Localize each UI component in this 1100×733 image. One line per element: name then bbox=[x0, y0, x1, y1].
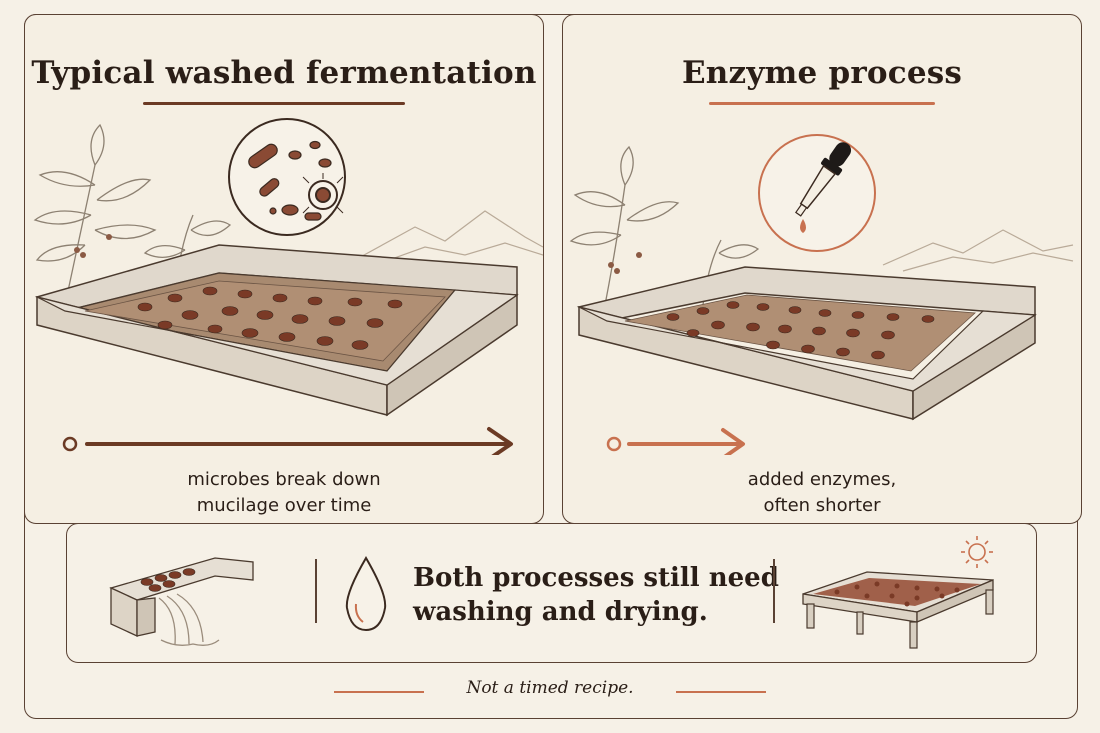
enzyme-process-panel: Enzyme process bbox=[562, 14, 1082, 524]
enzyme-tank bbox=[576, 266, 1037, 421]
enzyme-caption: added enzymes, often shorter bbox=[563, 467, 1081, 519]
footer-rule-left bbox=[334, 691, 424, 693]
washing-channel-icon bbox=[109, 557, 254, 646]
shared-steps-line-2: washing and drying. bbox=[413, 597, 708, 627]
sun-icon bbox=[961, 536, 993, 568]
drying-bed-icon bbox=[802, 536, 994, 649]
long-time-arrow bbox=[62, 427, 513, 455]
enzyme-scene-illustration bbox=[569, 134, 1074, 455]
shared-steps-line-1: Both processes still need bbox=[413, 563, 779, 593]
footer-rule-right bbox=[676, 691, 766, 693]
microbes-icon bbox=[228, 118, 346, 236]
footer-note: Not a timed recipe. bbox=[466, 678, 634, 698]
dropper-icon bbox=[758, 134, 876, 252]
washed-fermentation-panel: Typical washed fermentation bbox=[24, 14, 544, 524]
fermentation-tank bbox=[34, 244, 519, 417]
shared-steps-message: Both processes still need washing and dr… bbox=[413, 561, 793, 629]
enzyme-caption-line-2: often shorter bbox=[763, 495, 881, 516]
mountains-sketch bbox=[882, 229, 1074, 272]
enzyme-title-underline bbox=[709, 102, 935, 105]
water-drop-icon bbox=[345, 556, 387, 632]
enzyme-panel-title: Enzyme process bbox=[681, 55, 963, 91]
left-separator bbox=[315, 559, 317, 623]
short-time-arrow bbox=[606, 428, 745, 455]
washed-caption-line-1: microbes break down bbox=[187, 469, 381, 490]
washed-panel-title: Typical washed fermentation bbox=[31, 55, 537, 91]
washed-caption-line-2: mucilage over time bbox=[196, 495, 372, 516]
mountains-sketch bbox=[354, 210, 543, 266]
washed-title-underline bbox=[143, 102, 405, 105]
enzyme-caption-line-1: added enzymes, bbox=[747, 469, 897, 490]
washed-scene-illustration bbox=[33, 118, 543, 455]
shared-steps-box: Both processes still need washing and dr… bbox=[66, 523, 1037, 663]
washed-caption: microbes break down mucilage over time bbox=[25, 467, 543, 519]
right-separator bbox=[773, 559, 775, 623]
